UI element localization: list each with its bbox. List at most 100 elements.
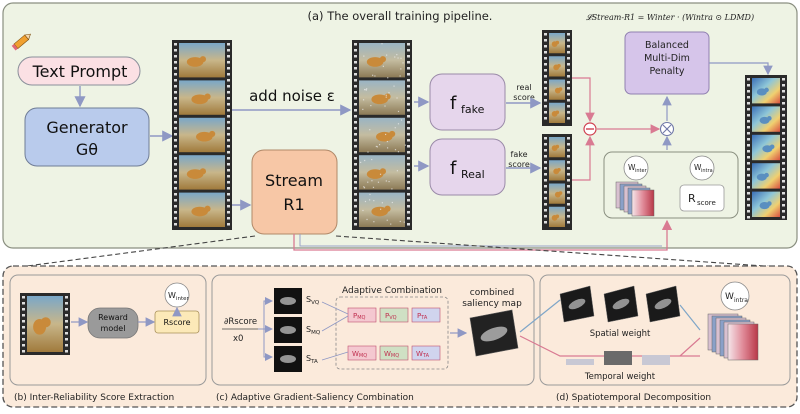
sprocket-hole xyxy=(227,175,230,178)
noise-speck xyxy=(387,147,388,148)
sprocket-hole xyxy=(174,139,177,142)
sprocket-hole xyxy=(174,55,177,58)
r-score-symbol: R xyxy=(688,192,696,205)
sprocket-hole xyxy=(354,151,357,154)
heatmap-layer xyxy=(728,324,758,360)
sprocket-hole xyxy=(65,332,68,335)
r-score-subscript: score xyxy=(697,199,716,207)
sprocket-hole xyxy=(407,85,410,88)
sprocket-hole xyxy=(567,143,570,146)
sprocket-hole xyxy=(227,205,230,208)
sprocket-hole xyxy=(544,51,547,54)
sprocket-hole xyxy=(782,198,785,201)
real-score-filmstrip xyxy=(542,30,572,126)
sprocket-hole xyxy=(567,51,570,54)
noise-speck xyxy=(363,99,364,100)
noise-speck xyxy=(400,75,401,76)
noise-speck xyxy=(379,144,380,145)
sprocket-hole xyxy=(174,175,177,178)
sprocket-hole xyxy=(174,61,177,64)
saliency-blob xyxy=(280,326,296,334)
sprocket-hole xyxy=(22,320,25,323)
sprocket-hole xyxy=(544,179,547,182)
sprocket-hole xyxy=(174,67,177,70)
noise-speck xyxy=(380,174,381,175)
sprocket-hole xyxy=(782,96,785,99)
sprocket-hole xyxy=(354,211,357,214)
sprocket-hole xyxy=(227,187,230,190)
sprocket-hole xyxy=(227,49,230,52)
sprocket-hole xyxy=(747,144,750,147)
sprocket-hole xyxy=(782,90,785,93)
r1-label: R1 xyxy=(283,195,304,214)
noise-speck xyxy=(364,89,365,90)
sprocket-hole xyxy=(174,73,177,76)
sprocket-hole xyxy=(782,168,785,171)
sprocket-hole xyxy=(227,91,230,94)
cheetah-head xyxy=(380,168,386,174)
sprocket-hole xyxy=(407,211,410,214)
sprocket-hole xyxy=(174,193,177,196)
sprocket-hole xyxy=(567,137,570,140)
sprocket-hole xyxy=(227,223,230,226)
noise-speck xyxy=(387,220,388,221)
sprocket-hole xyxy=(227,97,230,100)
sprocket-hole xyxy=(567,39,570,42)
sprocket-hole xyxy=(174,187,177,190)
sprocket-hole xyxy=(567,81,570,84)
f-fake-symbol: f xyxy=(450,93,457,114)
sprocket-hole xyxy=(782,102,785,105)
sprocket-hole xyxy=(174,151,177,154)
sprocket-hole xyxy=(227,193,230,196)
sprocket-hole xyxy=(747,150,750,153)
cheetah-head xyxy=(204,93,210,99)
sprocket-hole xyxy=(782,216,785,219)
noise-speck xyxy=(380,209,381,210)
adaptive-combination-title: Adaptive Combination xyxy=(342,286,442,296)
sprocket-hole xyxy=(567,149,570,152)
sprocket-hole xyxy=(747,132,750,135)
noise-speck xyxy=(384,105,385,106)
sprocket-hole xyxy=(567,203,570,206)
sprocket-hole xyxy=(567,87,570,90)
sprocket-hole xyxy=(567,179,570,182)
sprocket-hole xyxy=(227,85,230,88)
cheetah-head xyxy=(559,191,563,195)
sprocket-hole xyxy=(227,145,230,148)
sprocket-hole xyxy=(544,161,547,164)
sprocket-hole xyxy=(65,314,68,317)
w-weight-subscript: MQ xyxy=(359,353,367,359)
noise-speck xyxy=(402,62,403,63)
heatmap-layer xyxy=(632,190,654,216)
sprocket-hole xyxy=(747,126,750,129)
reward-model-label-2: model xyxy=(101,324,126,333)
sprocket-hole xyxy=(407,181,410,184)
sprocket-hole xyxy=(22,350,25,353)
saliency-thumbnails xyxy=(274,288,302,372)
noisy-video-filmstrip xyxy=(352,40,412,230)
sprocket-hole xyxy=(747,84,750,87)
sprocket-hole xyxy=(567,191,570,194)
noise-speck xyxy=(395,127,396,128)
sprocket-hole xyxy=(567,45,570,48)
sprocket-hole xyxy=(354,61,357,64)
sprocket-hole xyxy=(227,211,230,214)
noise-speck xyxy=(373,187,374,188)
cheetah-head xyxy=(555,41,559,45)
sprocket-hole xyxy=(567,221,570,224)
sprocket-hole xyxy=(174,91,177,94)
sprocket-hole xyxy=(782,186,785,189)
sprocket-hole xyxy=(407,133,410,136)
sprocket-hole xyxy=(782,78,785,81)
sprocket-hole xyxy=(567,209,570,212)
sprocket-hole xyxy=(567,173,570,176)
saliency-blob xyxy=(280,297,296,305)
sprocket-hole xyxy=(174,109,177,112)
sprocket-hole xyxy=(544,75,547,78)
sprocket-hole xyxy=(567,99,570,102)
sprocket-hole xyxy=(407,91,410,94)
rscore-label: Rscore xyxy=(163,318,190,327)
panel-b-caption: (b) Inter-Reliability Score Extraction xyxy=(14,393,174,403)
sprocket-hole xyxy=(65,320,68,323)
noise-speck xyxy=(404,222,405,223)
